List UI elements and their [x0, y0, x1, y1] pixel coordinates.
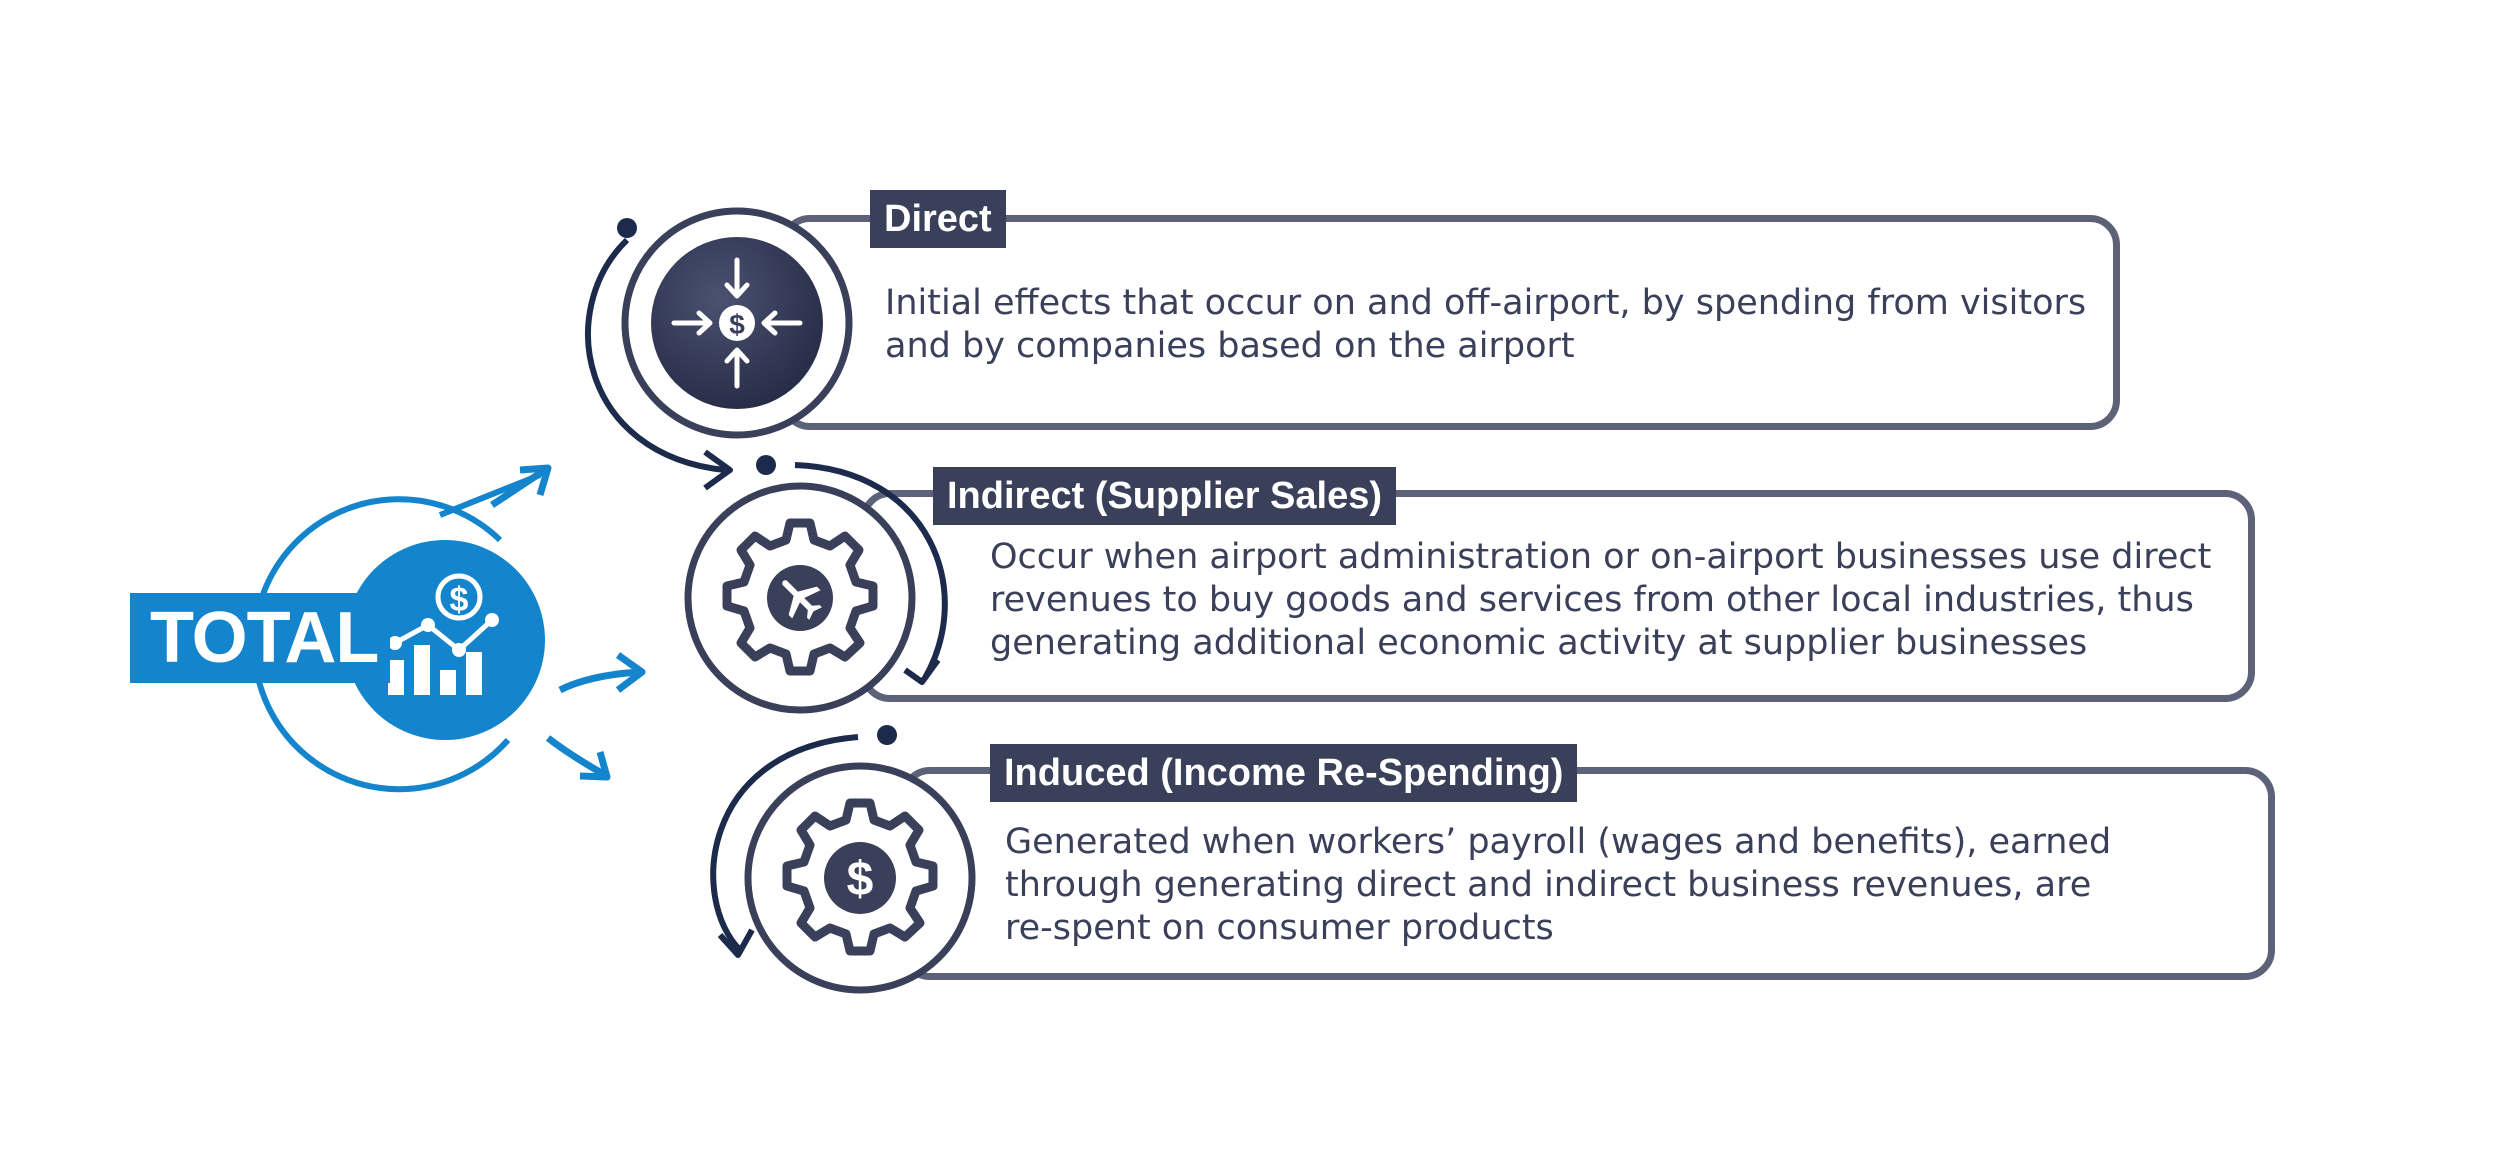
- direct-description-line: and by companies based on the airport: [885, 326, 1575, 366]
- indirect-description-line: Occur when airport administration or on-…: [990, 537, 2212, 577]
- dollar-converging-arrows-icon: $: [621, 207, 853, 439]
- induced-description-line: through generating direct and indirect b…: [1005, 865, 2092, 905]
- direct-title: Direct: [870, 190, 1006, 248]
- induced-description: Generated when workers’ payroll (wages a…: [1005, 821, 2111, 950]
- connector-arc: [710, 725, 897, 958]
- indirect-description: Occur when airport administration or on-…: [990, 536, 2211, 665]
- indirect-description-line: revenues to buy goods and services from …: [990, 580, 2194, 620]
- induced-description-line: Generated when workers’ payroll (wages a…: [1005, 822, 2112, 862]
- connector-arc: [756, 455, 948, 685]
- induced-title: Induced (Income Re-Spending): [990, 744, 1578, 802]
- indirect-description-line: generating additional economic activity …: [990, 623, 2088, 663]
- svg-text:$: $: [847, 853, 874, 906]
- direct-description-line: Initial effects that occur on and off-ai…: [885, 283, 2087, 323]
- direct-description: Initial effects that occur on and off-ai…: [885, 282, 2086, 368]
- arrow-right-icon: [545, 735, 611, 781]
- svg-text:$: $: [450, 581, 469, 619]
- dollar-bar-chart-icon: $: [388, 573, 499, 695]
- connector-arc: [585, 218, 733, 491]
- svg-text:$: $: [729, 309, 745, 340]
- gear-dollar-icon: $: [744, 762, 976, 994]
- indirect-title: Indirect (Supplier Sales): [933, 467, 1396, 525]
- induced-description-line: re-spent on consumer products: [1005, 908, 1554, 948]
- gear-airplane-icon: [684, 482, 916, 714]
- arrow-right-icon: [558, 652, 646, 694]
- arrow-right-icon: [490, 464, 552, 508]
- total-label: TOTAL: [130, 593, 390, 683]
